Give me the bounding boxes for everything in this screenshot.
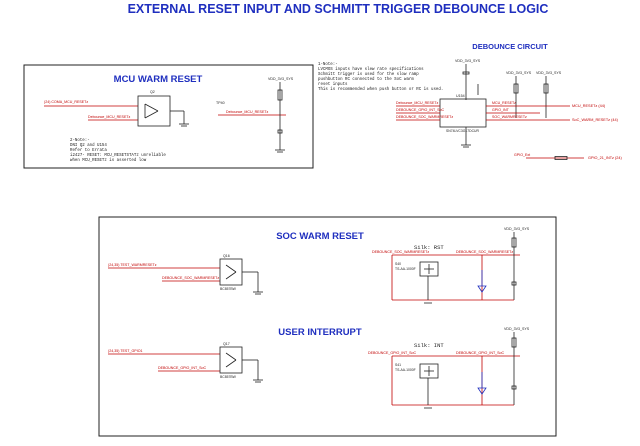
soc-net-label: DEBOUNCE_SOC_WARMRESETz [162,276,219,280]
mcu-test-point: TP40 [216,101,225,105]
user-input-label: (24,35) TEST_GPIO1 [108,349,143,353]
debounce-power-1: VDD_3V3_SYS [455,59,481,63]
soc-power-rail: VDD_3V3_SYS [504,227,530,231]
mcu-power-rail: VDD_3V3_SYS [268,77,294,81]
user-q17-chip [219,346,243,374]
soc-q16-ref: Q16 [223,254,230,258]
debounce-note: 1-Note:- LVCMOS inputs have slew rate sp… [318,63,443,92]
debounce-power-2: VDD_3V3_SYS [506,71,532,75]
debounce-in-mcu: Debounce_MCU_RESETz [396,101,439,105]
debounce-in-soc: DEBOUNCE_SOC_WARMRESETz [396,115,453,119]
soc-switch-part: TS-AA-1000F [395,267,416,271]
user-silk-label: Silk: INT [414,342,444,349]
gpio-ext-label: GPIO_Ext [514,153,530,157]
user-power-rail: VDD_3V3_SYS [504,327,530,331]
user-q17-ref: Q17 [223,342,230,346]
soc-switch-net-right: DEBOUNCE_SOC_WARMRESETz [456,250,513,254]
soc-q16-part: BC857BW [220,287,237,291]
debounce-out-mcu-ref: MCU_RESETz (44) [572,104,606,108]
mcu-input-label: (24) COMA_MCU_RESETz [44,100,88,104]
soc-silk-label: Silk: RST [414,244,444,251]
user-net-label: DEBOUNCE_GPIO_INT_SoC [158,366,207,370]
soc-q16-chip [219,258,243,286]
svg-text:pushbutton RC connected to the: pushbutton RC connected to the SoC warm [318,77,414,82]
svg-text:i2427- RESET: MCU_RESETSTATz u: i2427- RESET: MCU_RESETSTATz unreliable [70,153,166,158]
svg-text:LVCMOS inputs have slew rate s: LVCMOS inputs have slew rate specificati… [318,67,424,72]
soc-input-label: (24,35) TEST_WARMRESETz [108,263,157,267]
soc-reset-switch [419,261,439,277]
user-switch-net-left: DEBOUNCE_GPIO_INT_SoC [368,351,417,355]
user-switch-ref: S41 [395,363,401,367]
soc-user-frame [98,216,557,437]
mcu-warm-reset-title: MCU WARM RESET [114,74,203,85]
svg-text:Refer to Errata: Refer to Errata [70,148,107,153]
user-switch-part: TS-AA-1000F [395,368,416,372]
debounce-power-3: VDD_3V3_SYS [536,71,562,75]
mcu-note: 2-Note:- DNI Q2 and U154 Refer to Errata… [70,139,166,163]
debounce-title: DEBOUNCE CIRCUIT [472,42,548,51]
mcu-q2-ref: Q2 [150,90,155,94]
gpio-int-out-label: GPIO_21_INTz (24) [588,156,622,160]
main-title: EXTERNAL RESET INPUT AND SCHMITT TRIGGER… [128,2,549,16]
user-interrupt-title: USER INTERRUPT [278,327,362,338]
soc-switch-ref: S40 [395,262,401,266]
mcu-out-net: Debounce_MCU_RESETz [226,110,269,114]
user-int-switch [419,363,439,379]
svg-text:when MCU_RESETz is asserted lo: when MCU_RESETz is asserted low [70,158,147,163]
mcu-warm-reset-frame [23,64,314,169]
debounce-out-soc-ref: SoC_WARM_RESETz (44) [572,118,619,122]
svg-text:This is recommended when push: This is recommended when push button or … [318,87,443,92]
debounce-out-gpio: GPIO_INT [492,108,510,112]
debounce-in-gpio: DEBOUNCE_GPIO_INT_SoC [396,108,445,112]
svg-text:1-Note:-: 1-Note:- [318,63,338,67]
user-switch-net-right: DEBOUNCE_GPIO_INT_SoC [456,351,505,355]
svg-text:Schmitt trigger is used for th: Schmitt trigger is used for the slow ram… [318,72,419,77]
debounce-u154-chip [439,98,487,128]
debounce-u154-ref: U154 [456,94,465,98]
mcu-debounce-net: Debounce_MCU_RESETz [88,115,131,119]
debounce-out-soc: SOC_WARMRESETz [492,115,527,119]
user-q17-part: BC857BW [220,375,237,379]
debounce-u154-part: SN74LVC3G17DCUR [446,129,479,133]
svg-text:reset inputs: reset inputs [318,82,348,87]
debounce-out-mcu: MCU_RESETz [492,101,516,105]
soc-switch-net-left: DEBOUNCE_SOC_WARMRESETz [372,250,429,254]
svg-text:DNI Q2 and U154: DNI Q2 and U154 [70,143,107,148]
svg-text:2-Note:-: 2-Note:- [70,139,90,143]
soc-warm-reset-title: SOC WARM RESET [276,231,364,242]
mcu-q2-chip [137,95,171,127]
